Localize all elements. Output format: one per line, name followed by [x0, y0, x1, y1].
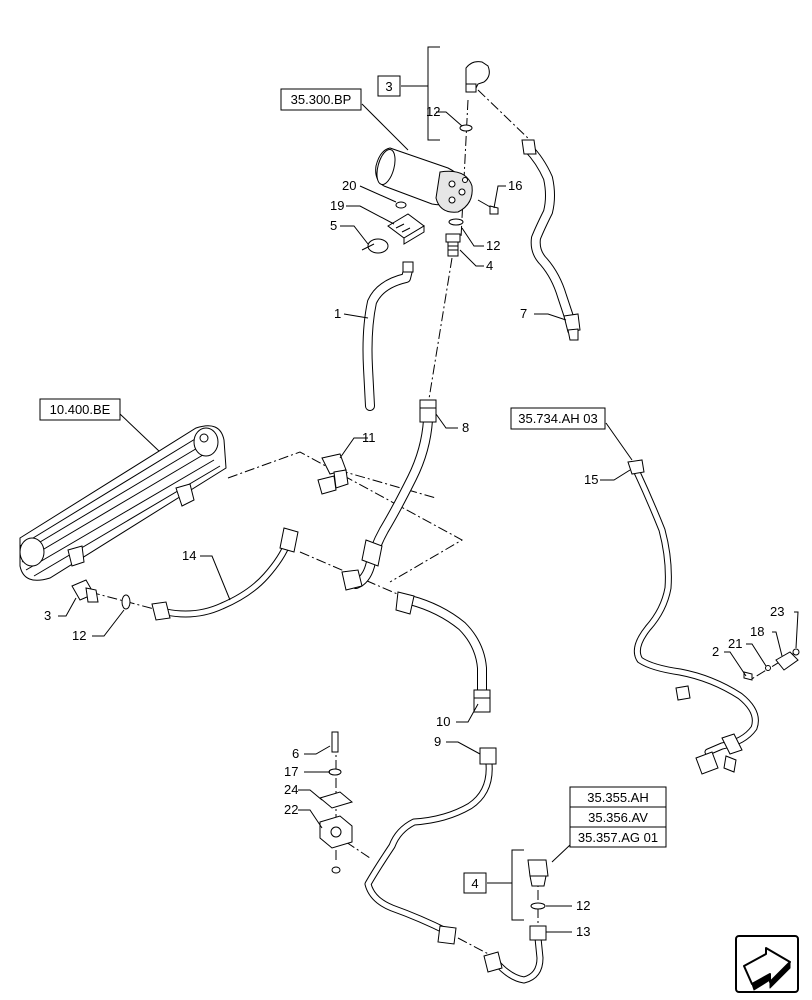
- fitting-3-left: [71, 579, 99, 603]
- callout-19[interactable]: 19: [330, 198, 344, 213]
- callout-1[interactable]: 1: [334, 306, 341, 321]
- callout-14[interactable]: 14: [182, 548, 196, 563]
- adapter-4-bottom: [527, 859, 549, 887]
- hose-8: [341, 399, 437, 591]
- callout-15[interactable]: 15: [584, 472, 598, 487]
- callout-13[interactable]: 13: [576, 924, 590, 939]
- tube-15: [627, 459, 759, 775]
- o-ring-top: [459, 124, 473, 132]
- tube-9: [364, 747, 497, 945]
- callout-12-bottom[interactable]: 12: [576, 898, 590, 913]
- callout-12-mid[interactable]: 12: [486, 238, 500, 253]
- oil-cooler: [19, 425, 227, 581]
- callout-16[interactable]: 16: [508, 178, 522, 193]
- group-3-label: 3: [385, 79, 392, 94]
- callout-2[interactable]: 2: [712, 644, 719, 659]
- group-bracket-3: 3: [377, 46, 440, 141]
- ref-stack-35-355[interactable]: 35.355.AH 35.356.AV 35.357.AG 01: [551, 786, 667, 863]
- ref-35-734-ah[interactable]: 35.734.AH 03: [510, 407, 633, 461]
- group-3-box: [377, 75, 401, 97]
- callout-20[interactable]: 20: [342, 178, 356, 193]
- clip-20: [395, 201, 407, 209]
- callout-3[interactable]: 3: [44, 608, 51, 623]
- ref-10-400-be[interactable]: 10.400.BE: [39, 398, 161, 453]
- group-4-label: 4: [471, 876, 478, 891]
- callout-22[interactable]: 22: [284, 802, 298, 817]
- leader-lines: [58, 111, 799, 933]
- callout-7[interactable]: 7: [520, 306, 527, 321]
- bracket-18: [743, 648, 800, 681]
- callout-12-top[interactable]: 12: [426, 104, 440, 119]
- callout-5[interactable]: 5: [330, 218, 337, 233]
- callout-8[interactable]: 8: [462, 420, 469, 435]
- callout-9[interactable]: 9: [434, 734, 441, 749]
- ref-35-300-bp-label[interactable]: 35.300.BP: [291, 92, 352, 107]
- sensor-19: [387, 213, 425, 245]
- center-lines: [89, 89, 797, 959]
- callout-24[interactable]: 24: [284, 782, 298, 797]
- callout-23[interactable]: 23: [770, 604, 784, 619]
- ref-35-357-ag-label[interactable]: 35.357.AG 01: [578, 830, 658, 845]
- callouts: 12 20 19 5 16 12 4 1 7 8 11 14 3 12 15 2…: [44, 104, 784, 939]
- elbow-fitting-top: [465, 61, 490, 93]
- tube-14: [151, 527, 299, 621]
- ref-35-734-ah-label[interactable]: 35.734.AH 03: [518, 411, 598, 426]
- callout-4[interactable]: 4: [486, 258, 493, 273]
- callout-12-left[interactable]: 12: [72, 628, 86, 643]
- arrow-right-icon[interactable]: [735, 935, 799, 993]
- callout-11[interactable]: 11: [362, 430, 376, 445]
- bolt-16: [477, 199, 499, 215]
- o-ring-mid: [448, 218, 464, 226]
- group-4-box: [463, 872, 487, 894]
- hose-1: [362, 261, 414, 411]
- ref-10-400-be-label[interactable]: 10.400.BE: [50, 402, 111, 417]
- hose-10: [395, 591, 491, 713]
- ref-35-355-ah-label[interactable]: 35.355.AH: [587, 790, 648, 805]
- tube-13: [483, 925, 547, 984]
- tee-fitting-11: [317, 453, 349, 495]
- tube-7: [521, 139, 581, 341]
- ref-35-300-bp[interactable]: 35.300.BP: [280, 88, 409, 151]
- filter-assembly: [375, 147, 473, 213]
- callout-21[interactable]: 21: [728, 636, 742, 651]
- o-ring-left: [121, 594, 131, 610]
- hose-clamp-5: [361, 238, 389, 254]
- callout-18[interactable]: 18: [750, 624, 764, 639]
- callout-17[interactable]: 17: [284, 764, 298, 779]
- ref-35-356-av-label[interactable]: 35.356.AV: [588, 810, 648, 825]
- callout-6[interactable]: 6: [292, 746, 299, 761]
- o-ring-bottom: [530, 902, 546, 910]
- group-bracket-4: 4: [463, 849, 524, 921]
- clamp-stack: [318, 731, 354, 874]
- adapter-4: [445, 233, 461, 257]
- callout-10[interactable]: 10: [436, 714, 450, 729]
